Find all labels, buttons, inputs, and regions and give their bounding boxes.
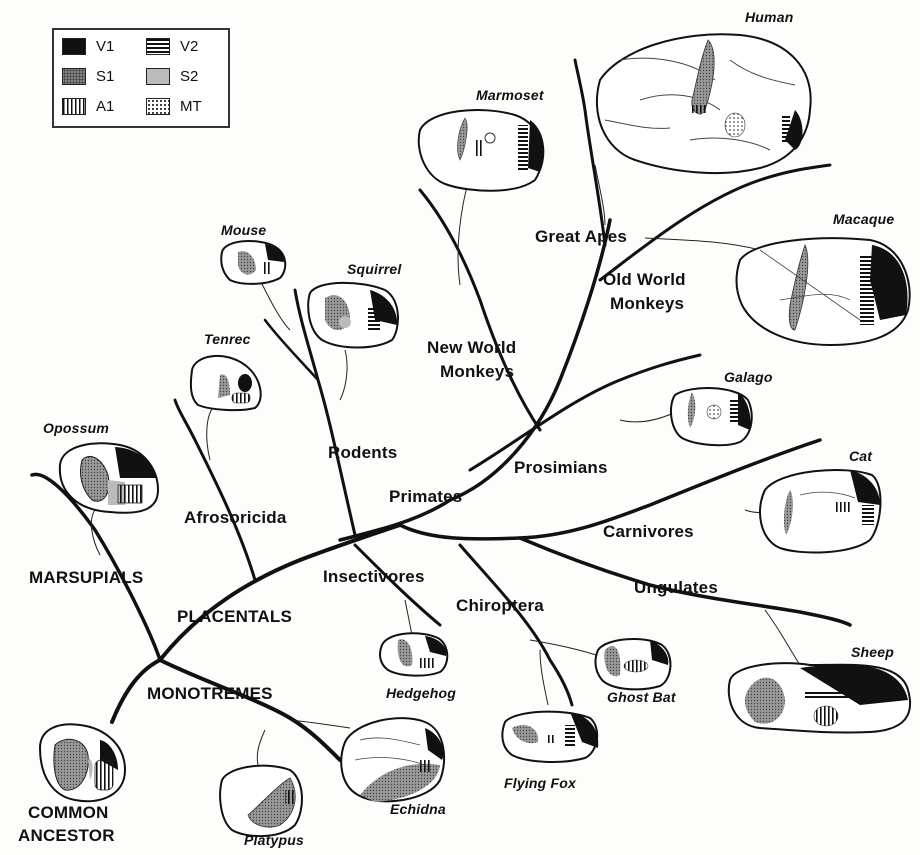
brain-echidna xyxy=(341,718,444,802)
s1-swatch xyxy=(62,68,86,85)
v1-swatch xyxy=(62,38,86,55)
legend-label-mt: MT xyxy=(180,98,202,115)
label-old-world-1: Old World xyxy=(603,270,686,290)
legend-item-a1: A1 xyxy=(62,96,114,116)
legend-label-v2: V2 xyxy=(180,38,198,55)
label-rodents: Rodents xyxy=(328,443,397,463)
legend-item-v2: V2 xyxy=(146,36,198,56)
mt-swatch xyxy=(146,98,170,115)
legend-label-v1: V1 xyxy=(96,38,114,55)
label-common-ancestor-1: COMMON xyxy=(28,803,109,823)
species-cat: Cat xyxy=(849,448,872,464)
species-ghost-bat: Ghost Bat xyxy=(607,689,676,705)
brain-human xyxy=(597,34,811,173)
legend-label-s2: S2 xyxy=(180,68,198,85)
legend-label-s1: S1 xyxy=(96,68,114,85)
label-insectivores: Insectivores xyxy=(323,567,425,587)
species-platypus: Platypus xyxy=(244,832,304,848)
brain-flying-fox xyxy=(502,712,598,762)
label-carnivores: Carnivores xyxy=(603,522,694,542)
species-opossum: Opossum xyxy=(43,420,109,436)
label-great-apes: Great Apes xyxy=(535,227,627,247)
label-primates: Primates xyxy=(389,487,462,507)
species-echidna: Echidna xyxy=(390,801,446,817)
label-new-world-1: New World xyxy=(427,338,516,358)
brain-sheep xyxy=(729,663,910,732)
s2-swatch xyxy=(146,68,170,85)
legend-item-s2: S2 xyxy=(146,66,198,86)
legend-item-v1: V1 xyxy=(62,36,114,56)
brain-squirrel xyxy=(308,283,398,348)
label-ungulates: Ungulates xyxy=(634,578,718,598)
legend-label-a1: A1 xyxy=(96,98,114,115)
label-new-world-2: Monkeys xyxy=(440,362,514,382)
a1-swatch xyxy=(62,98,86,115)
brain-macaque xyxy=(736,238,909,345)
label-chiroptera: Chiroptera xyxy=(456,596,544,616)
species-sheep: Sheep xyxy=(851,644,894,660)
label-prosimians: Prosimians xyxy=(514,458,608,478)
label-afrosoricida: Afrosoricida xyxy=(184,508,287,528)
brain-ghost-bat xyxy=(595,639,670,689)
species-marmoset: Marmoset xyxy=(476,87,544,103)
species-human: Human xyxy=(745,9,793,25)
brain-mouse xyxy=(221,241,285,284)
brain-cat xyxy=(760,470,880,553)
v2-swatch xyxy=(146,38,170,55)
brain-hedgehog xyxy=(380,633,447,675)
legend-item-s1: S1 xyxy=(62,66,114,86)
label-common-ancestor-2: ANCESTOR xyxy=(18,826,115,846)
brain-common-ancestor xyxy=(40,724,125,801)
species-mouse: Mouse xyxy=(221,222,266,238)
brain-galago xyxy=(671,388,752,445)
brain-tenrec xyxy=(191,356,261,410)
species-tenrec: Tenrec xyxy=(204,331,251,347)
species-galago: Galago xyxy=(724,369,773,385)
label-old-world-2: Monkeys xyxy=(610,294,684,314)
species-hedgehog: Hedgehog xyxy=(386,685,456,701)
species-squirrel: Squirrel xyxy=(347,261,402,277)
legend-box: V1 V2 S1 S2 A1 MT xyxy=(52,28,230,128)
label-monotremes: MONOTREMES xyxy=(147,684,273,704)
species-flying-fox: Flying Fox xyxy=(504,775,576,791)
label-marsupials: MARSUPIALS xyxy=(29,568,143,588)
brain-marmoset xyxy=(419,110,545,191)
legend-item-mt: MT xyxy=(146,96,202,116)
brain-platypus xyxy=(220,766,302,836)
label-placentals: PLACENTALS xyxy=(177,607,292,627)
species-macaque: Macaque xyxy=(833,211,894,227)
